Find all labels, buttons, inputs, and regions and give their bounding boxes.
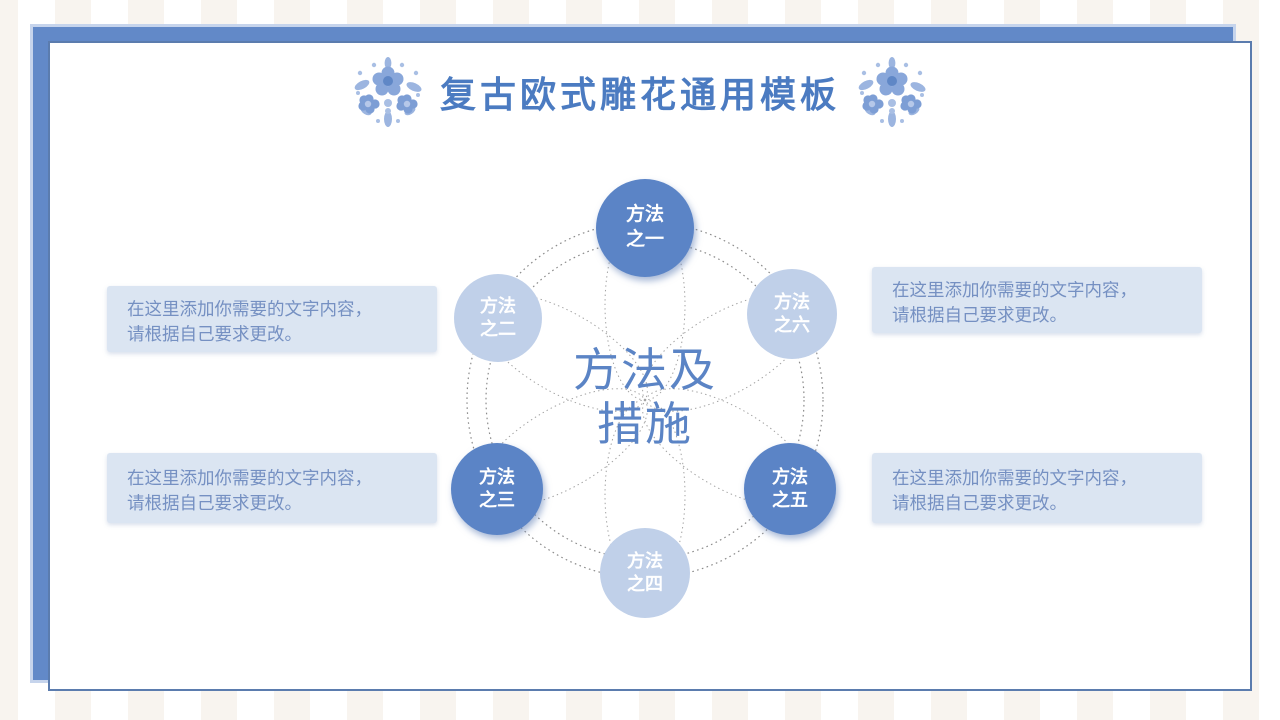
- text-box-left-bottom[interactable]: 在这里添加你需要的文字内容， 请根据自己要求更改。: [107, 453, 437, 523]
- text-box-line2: 请根据自己要求更改。: [892, 305, 1067, 326]
- text-box-line1: 在这里添加你需要的文字内容，: [127, 299, 372, 319]
- text-box-line1: 在这里添加你需要的文字内容，: [892, 280, 1137, 300]
- node-label-line2: 之四: [627, 574, 663, 594]
- node-label-line1: 方法: [774, 291, 810, 312]
- node-label-line2: 之一: [625, 229, 664, 250]
- text-box-right-bottom[interactable]: 在这里添加你需要的文字内容， 请根据自己要求更改。: [872, 453, 1202, 523]
- node-label-line1: 方法: [480, 295, 516, 316]
- node-label-line2: 之三: [479, 490, 515, 510]
- text-box-line1: 在这里添加你需要的文字内容，: [127, 468, 372, 488]
- node-label-line1: 方法: [627, 550, 663, 571]
- node-label-line2: 之六: [774, 315, 810, 335]
- node-label-line2: 之二: [480, 319, 516, 339]
- node-label-line1: 方法: [479, 466, 515, 487]
- text-box-left-top[interactable]: 在这里添加你需要的文字内容， 请根据自己要求更改。: [107, 286, 437, 352]
- node-label-line1: 方法: [772, 466, 808, 487]
- diagram-center-title[interactable]: 方法及 措施: [535, 343, 755, 452]
- slide-title[interactable]: 复古欧式雕花通用模板: [439, 74, 840, 115]
- node-label-line1: 方法: [625, 204, 664, 226]
- floral-ornament-right-icon: [858, 57, 926, 127]
- text-box-right-top[interactable]: 在这里添加你需要的文字内容， 请根据自己要求更改。: [872, 267, 1202, 333]
- node-method-4[interactable]: 方法 之四: [600, 528, 690, 618]
- node-method-6[interactable]: 方法 之六: [747, 269, 837, 359]
- text-box-line2: 请根据自己要求更改。: [892, 493, 1067, 514]
- node-method-1[interactable]: 方法 之一: [596, 179, 694, 277]
- node-method-2[interactable]: 方法 之二: [454, 274, 542, 362]
- node-method-3[interactable]: 方法 之三: [451, 443, 543, 535]
- floral-ornament-left-icon: [354, 57, 422, 127]
- title-row: 复古欧式雕花通用模板: [0, 55, 1280, 129]
- diagram-center-title-line1: 方法及: [573, 344, 717, 396]
- text-box-line1: 在这里添加你需要的文字内容，: [892, 468, 1137, 488]
- text-box-line2: 请根据自己要求更改。: [127, 493, 302, 514]
- diagram-center-title-line2: 措施: [597, 398, 693, 451]
- node-method-5[interactable]: 方法 之五: [744, 443, 836, 535]
- node-label-line2: 之五: [772, 490, 808, 510]
- text-box-line2: 请根据自己要求更改。: [127, 324, 302, 345]
